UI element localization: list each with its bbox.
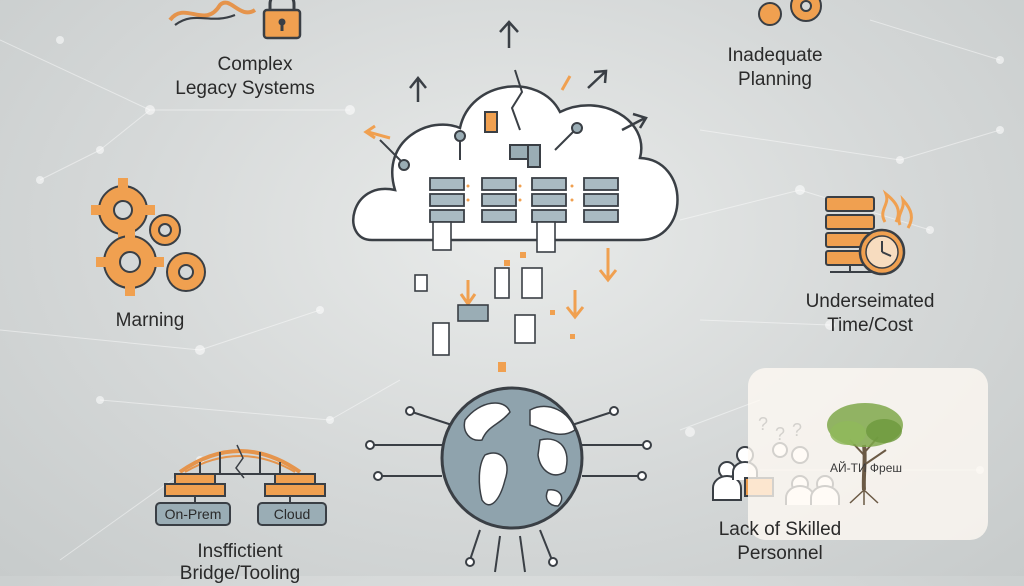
globe-icon [365,386,652,573]
label-marning: Marning [115,310,185,331]
label-planning-line2: Planning [738,69,812,90]
gears-icon-top [758,0,822,26]
watermark-panel [748,368,988,540]
watermark-text: АЙ-ТИ Фреш [830,461,903,475]
label-lack-line1: Lack of Skilled [718,519,842,540]
falling-documents [414,221,556,356]
label-planning-line1: Inadequate [727,45,823,66]
label-under-line2: Time/Cost [827,315,913,336]
label-bridge-line1: Insffictient [197,541,283,562]
label-under-line1: Underseimated [805,291,935,312]
arrows-orange [363,75,618,320]
gears-icon [91,178,206,296]
cloud-server-icon [352,69,679,242]
label-lack-line2: Personnel [737,543,823,564]
fire-icon [881,189,913,229]
label-onprem: On-Prem [164,506,222,522]
bridge-icon [155,444,327,526]
label-bridge-line2: Bridge/Tooling [179,563,301,584]
clock-icon [858,228,906,276]
background-network [0,19,1001,561]
tangled-cable-icon [168,0,257,26]
label-cloud: Cloud [273,506,311,522]
background-nodes [36,36,1004,474]
padlock-icon [262,0,302,40]
label-complex-line1: Complex [217,54,293,75]
arrows-up [409,20,648,132]
label-complex-line2: Legacy Systems [175,78,315,99]
tree-logo-icon [827,403,903,505]
falling-particles [498,252,575,372]
